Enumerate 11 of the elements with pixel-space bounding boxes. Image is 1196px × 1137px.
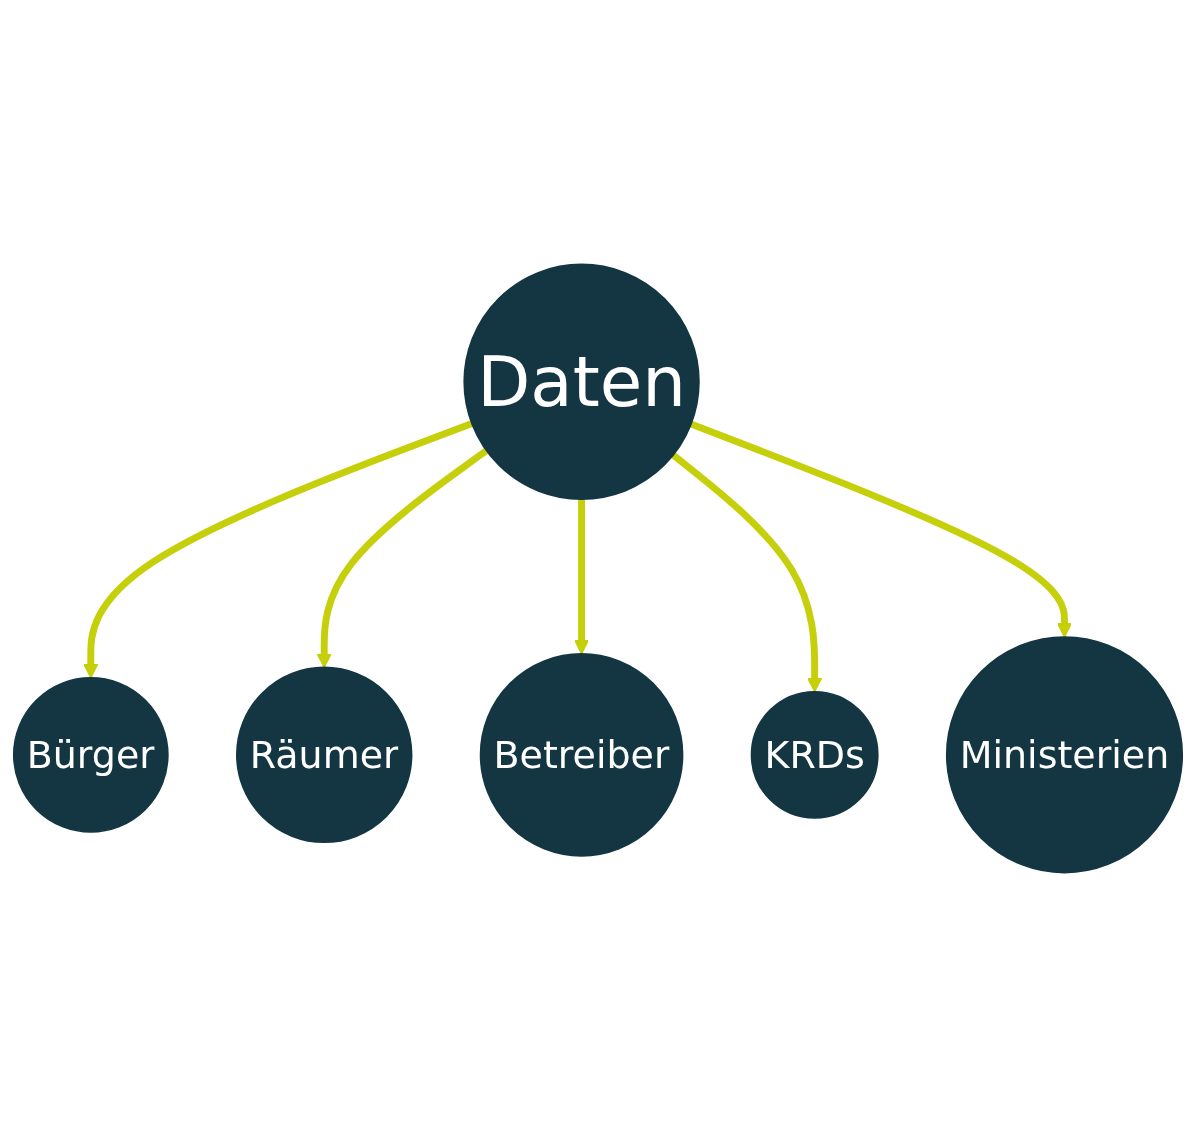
arrow xyxy=(83,420,474,679)
node-circle: Ministerien xyxy=(945,636,1184,874)
node-circle: Betreiber xyxy=(479,653,684,857)
arrow xyxy=(671,452,823,693)
node-circle: KRDs xyxy=(750,690,879,819)
node-circle: Bürger xyxy=(12,676,169,833)
arrow xyxy=(573,499,590,655)
node-circle: Daten xyxy=(463,263,700,500)
arrow xyxy=(689,420,1073,638)
node-circle: Räumer xyxy=(236,666,413,844)
arrow xyxy=(316,447,489,669)
